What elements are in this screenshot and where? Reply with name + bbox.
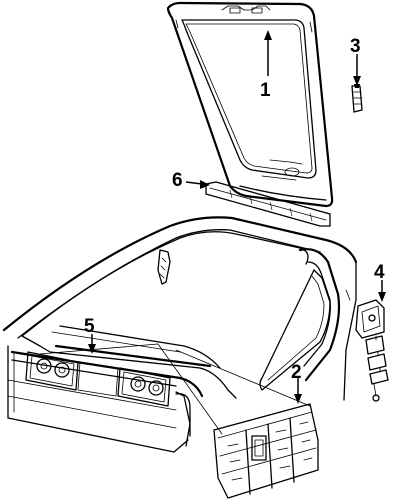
callout-3: 3	[350, 36, 361, 57]
liftgate-part-1	[166, 1, 334, 208]
callout-6: 6	[172, 170, 183, 191]
panel-part-2	[213, 403, 319, 499]
reference-lines	[39, 343, 311, 435]
callout-1: 1	[260, 80, 271, 101]
callout-4: 4	[374, 262, 385, 283]
callout-2: 2	[291, 362, 302, 383]
body-opening	[2, 216, 358, 453]
weatherstrip-part-6	[205, 181, 331, 227]
callout-5: 5	[84, 316, 95, 337]
leader-lines	[88, 30, 386, 404]
latch-part-4	[355, 299, 389, 402]
clip-part-3	[351, 84, 363, 113]
